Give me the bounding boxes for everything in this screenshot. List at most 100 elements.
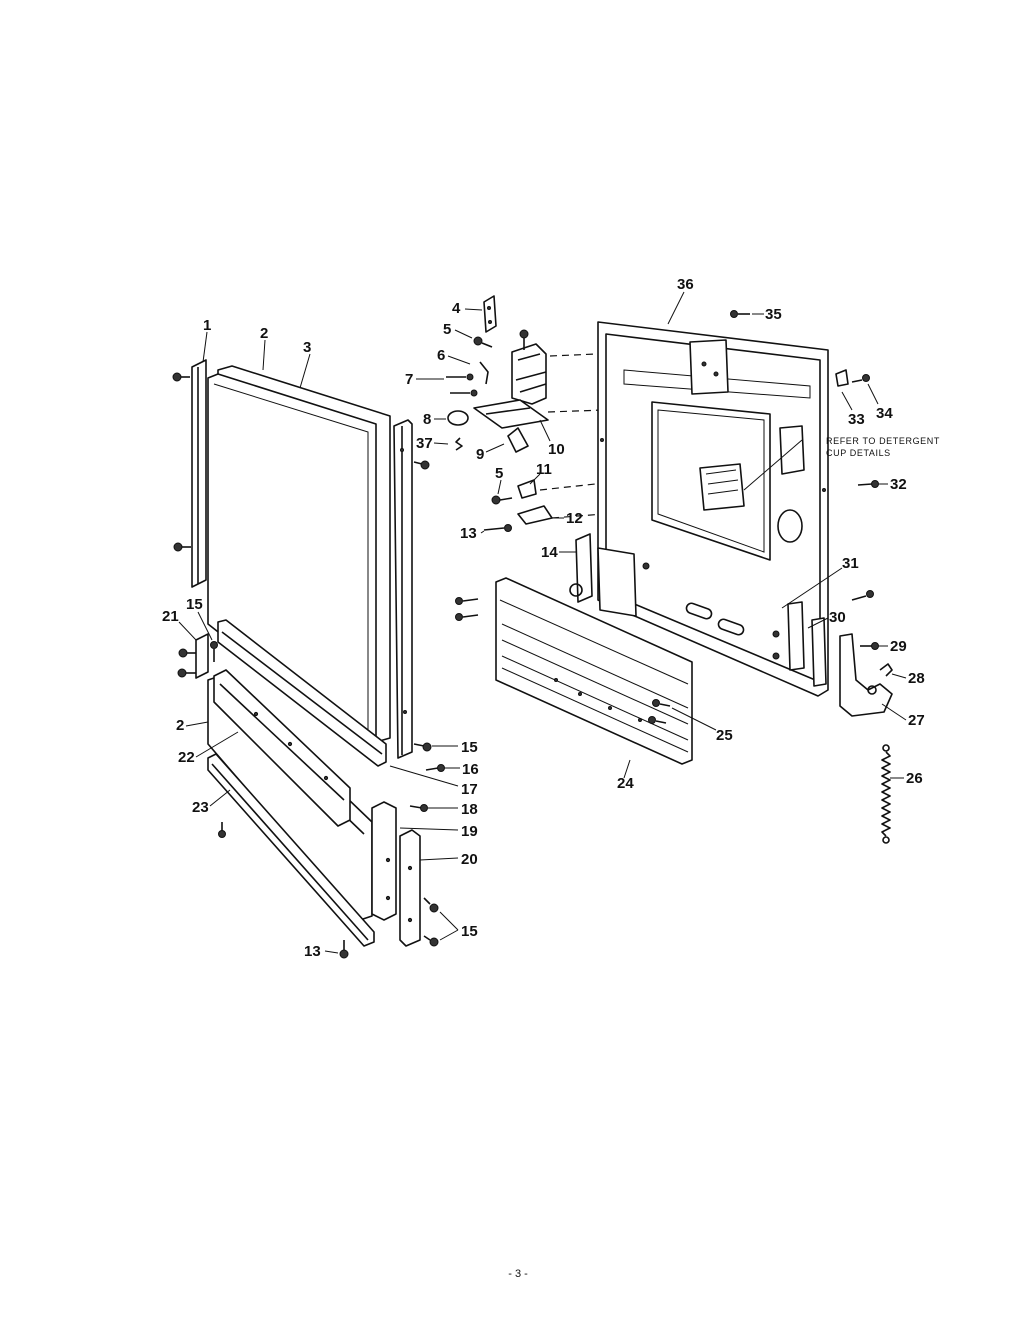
screw-icon bbox=[218, 822, 226, 838]
screw-icon bbox=[455, 613, 479, 621]
callout-26: 26 bbox=[906, 770, 923, 787]
callout-30: 30 bbox=[829, 609, 846, 626]
explode-line bbox=[539, 469, 725, 491]
callout-leaders bbox=[178, 291, 907, 954]
callout-21: 21 bbox=[162, 608, 179, 625]
page-number: - 3 - bbox=[508, 1268, 528, 1280]
screw-icon bbox=[450, 389, 478, 397]
right-side-trim bbox=[393, 419, 413, 759]
callout-35: 35 bbox=[765, 306, 782, 323]
part-23-bottom-rail bbox=[207, 753, 375, 947]
part-15-screw bbox=[210, 641, 218, 662]
callout-10: 10 bbox=[548, 441, 565, 458]
callout-25: 25 bbox=[716, 727, 733, 744]
callout-5: 5 bbox=[443, 321, 451, 338]
callout-24: 24 bbox=[617, 775, 634, 792]
callout-7: 7 bbox=[405, 371, 413, 388]
callout-6: 6 bbox=[437, 347, 445, 364]
part-30-bracket bbox=[787, 601, 827, 687]
explode-line bbox=[551, 513, 605, 519]
screw-icon bbox=[413, 460, 430, 470]
screw-icon bbox=[648, 716, 667, 724]
screw-icon bbox=[177, 668, 196, 678]
callout-11: 11 bbox=[536, 461, 552, 478]
screw-icon bbox=[491, 495, 513, 505]
part-27-lever bbox=[839, 633, 893, 717]
screw-icon bbox=[423, 897, 439, 913]
screw-icon bbox=[409, 804, 428, 812]
detergent-cup-note-line-1: REFER TO DETERGENT bbox=[826, 436, 940, 446]
callout-2b: 2 bbox=[176, 717, 184, 734]
callout-33: 33 bbox=[848, 411, 865, 428]
part-10-latch-assembly bbox=[473, 329, 549, 429]
explode-line bbox=[547, 409, 605, 413]
callout-27: 27 bbox=[908, 712, 925, 729]
callout-labels: 1 2 3 4 5 6 7 8 37 9 10 5 11 13 12 14 21… bbox=[162, 276, 940, 960]
callout-5b: 5 bbox=[495, 465, 503, 482]
screw-icon bbox=[446, 373, 474, 381]
callout-18: 18 bbox=[461, 801, 478, 818]
callout-20: 20 bbox=[461, 851, 478, 868]
callout-2: 2 bbox=[260, 325, 268, 342]
screw-icon bbox=[483, 524, 512, 532]
screw-icon bbox=[173, 542, 191, 552]
detergent-cup-note-line-2: CUP DETAILS bbox=[826, 448, 891, 458]
part-17-angle-bar bbox=[217, 619, 387, 767]
part-11-clip bbox=[517, 479, 537, 499]
callout-23: 23 bbox=[192, 799, 209, 816]
hinge-latch-parts bbox=[446, 295, 725, 532]
callout-16: 16 bbox=[462, 761, 479, 778]
callout-13b: 13 bbox=[304, 943, 321, 960]
screw-icon bbox=[473, 336, 493, 348]
inner-door-liner-assembly bbox=[455, 310, 893, 844]
part-12-catch bbox=[517, 505, 553, 525]
detergent-cup bbox=[699, 463, 745, 511]
outer-door-panel-assembly bbox=[172, 359, 445, 959]
part-26-spring bbox=[881, 744, 891, 844]
screw-icon bbox=[652, 699, 671, 707]
callout-12: 12 bbox=[566, 510, 583, 527]
screw-icon bbox=[339, 940, 349, 959]
part-28-clip bbox=[879, 663, 893, 677]
screw-icon bbox=[857, 480, 879, 488]
callout-28: 28 bbox=[908, 670, 925, 687]
screw-icon bbox=[455, 597, 479, 605]
part-14-hinge bbox=[569, 533, 650, 617]
callout-31: 31 bbox=[842, 555, 859, 572]
callout-17: 17 bbox=[461, 781, 478, 798]
part-33-retainer bbox=[835, 369, 849, 387]
screw-icon bbox=[423, 935, 439, 947]
callout-4: 4 bbox=[452, 300, 461, 317]
part-6-pin bbox=[479, 361, 489, 385]
screw-icon bbox=[178, 648, 196, 658]
screw-icon bbox=[860, 642, 879, 650]
callout-34: 34 bbox=[876, 405, 893, 422]
part-37-spring bbox=[455, 437, 463, 451]
callout-22: 22 bbox=[178, 749, 195, 766]
callout-15: 15 bbox=[186, 596, 203, 613]
part-4-hinge-plate bbox=[483, 295, 497, 333]
screw-icon bbox=[730, 310, 750, 318]
callout-3: 3 bbox=[303, 339, 311, 356]
part-24-lower-channel bbox=[495, 577, 693, 765]
liner-hinge-bracket bbox=[689, 339, 729, 395]
part-19-panel bbox=[371, 801, 397, 921]
screw-icon bbox=[851, 374, 870, 383]
part-21-bracket bbox=[195, 633, 209, 679]
screw-icon bbox=[413, 742, 432, 752]
callout-15b: 15 bbox=[461, 739, 478, 756]
screw-icon bbox=[425, 764, 445, 772]
callout-19: 19 bbox=[461, 823, 478, 840]
callout-9: 9 bbox=[476, 446, 484, 463]
callout-36: 36 bbox=[677, 276, 694, 293]
callout-32: 32 bbox=[890, 476, 907, 493]
callout-8: 8 bbox=[423, 411, 431, 428]
screw-icon bbox=[172, 372, 190, 382]
part-1-left-trim bbox=[191, 359, 207, 588]
part-9-cam bbox=[507, 427, 529, 453]
callout-29: 29 bbox=[890, 638, 907, 655]
callout-37: 37 bbox=[416, 435, 433, 452]
part-36-inner-liner bbox=[597, 321, 829, 697]
callout-15c: 15 bbox=[461, 923, 478, 940]
